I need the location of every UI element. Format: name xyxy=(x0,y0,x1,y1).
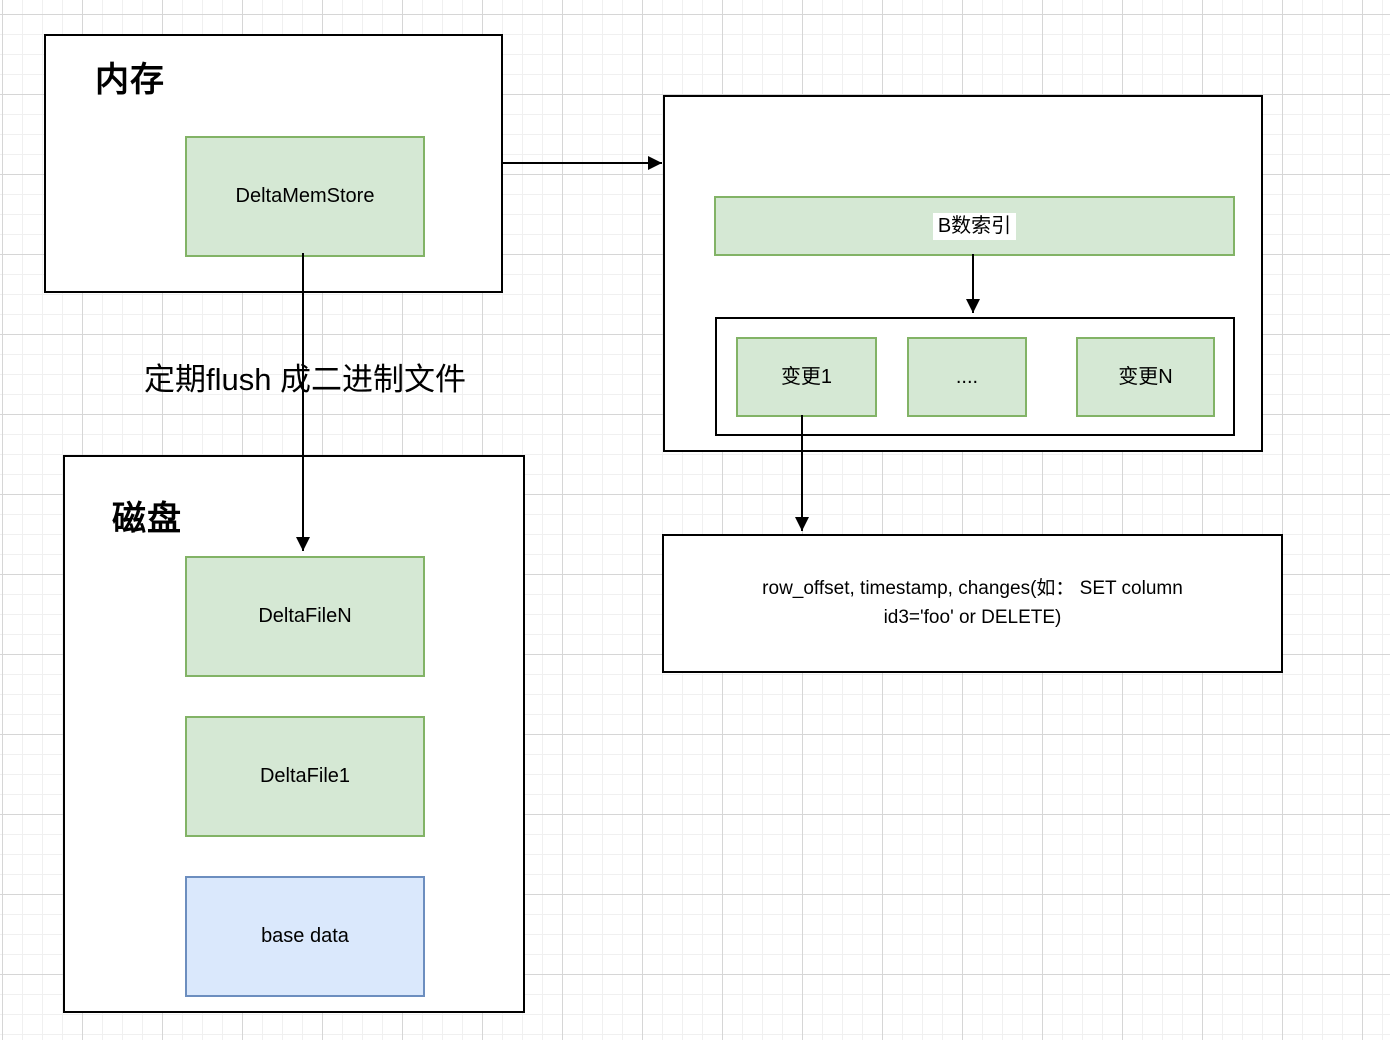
delta-mem-store-label: DeltaMemStore xyxy=(235,185,375,207)
record-detail-box: row_offset, timestamp, changes(如： SET co… xyxy=(662,534,1283,673)
change-1-node: 变更1 xyxy=(736,337,877,417)
record-detail-line-1: row_offset, timestamp, changes(如： SET co… xyxy=(762,578,1183,599)
base-data-label: base data xyxy=(261,925,349,947)
change-1-label: 变更1 xyxy=(780,365,833,388)
index-group-box: B数索引 变更1 .... 变更N xyxy=(663,95,1263,452)
btree-index-label: B数索引 xyxy=(932,212,1017,240)
change-ellipsis-node: .... xyxy=(907,337,1027,417)
delta-mem-store-node: DeltaMemStore xyxy=(185,136,425,257)
disk-group-box: 磁盘 DeltaFileN DeltaFile1 base data xyxy=(63,455,525,1013)
change-ellipsis-label: .... xyxy=(955,365,979,388)
btree-index-node: B数索引 xyxy=(714,196,1235,256)
changes-container-box: 变更1 .... 变更N xyxy=(715,317,1235,436)
flush-annotation: 定期flush 成二进制文件 xyxy=(143,362,467,397)
change-n-node: 变更N xyxy=(1076,337,1215,417)
delta-file-n-label: DeltaFileN xyxy=(258,605,352,627)
delta-file-n-node: DeltaFileN xyxy=(185,556,425,677)
delta-file-1-node: DeltaFile1 xyxy=(185,716,425,837)
memory-group-title: 内存 xyxy=(95,61,165,99)
record-detail-line-2: id3='foo' or DELETE) xyxy=(883,606,1062,628)
delta-file-1-label: DeltaFile1 xyxy=(259,765,351,787)
disk-group-title: 磁盘 xyxy=(112,500,182,538)
base-data-node: base data xyxy=(185,876,425,997)
change-n-label: 变更N xyxy=(1118,365,1173,388)
memory-group-box: 内存 DeltaMemStore xyxy=(44,34,503,293)
